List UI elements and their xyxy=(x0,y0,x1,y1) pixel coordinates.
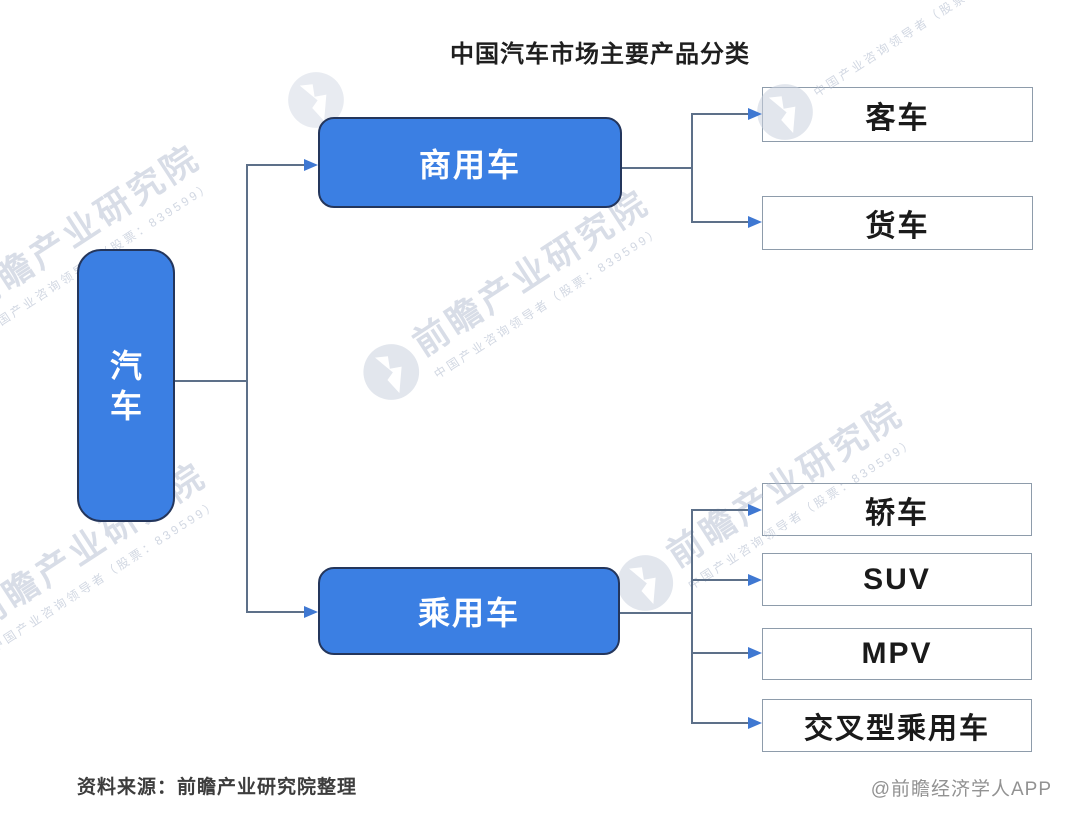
connector-to-passenger xyxy=(247,611,304,613)
node-passenger-label: 乘用车 xyxy=(417,595,520,631)
diagram-title: 中国汽车市场主要产品分类 xyxy=(450,41,750,68)
connector-trunk-passenger xyxy=(691,509,693,724)
leaf-suv: SUV xyxy=(762,553,1032,606)
connector-trunk-left xyxy=(246,164,248,613)
connector-trunk-commercial xyxy=(691,113,693,223)
leaf-crossover-label: 交叉型乘用车 xyxy=(803,712,990,745)
leaf-truck-label: 货车 xyxy=(865,210,930,243)
leaf-truck: 货车 xyxy=(762,196,1033,250)
watermark-sub-text: 中国产业咨询领导者（股票：839599） xyxy=(431,223,664,382)
connector-to-commercial xyxy=(247,164,304,166)
connector-to-mpv xyxy=(692,652,748,654)
arrowhead-commercial-icon xyxy=(304,159,318,171)
leaf-mpv-label: MPV xyxy=(861,637,933,670)
leaf-mpv: MPV xyxy=(762,628,1032,680)
source-note: 资料来源：前瞻产业研究院整理 xyxy=(77,777,358,798)
connector-to-bus xyxy=(692,113,748,115)
leaf-bus: 客车 xyxy=(762,87,1033,142)
node-automobile: 汽车 xyxy=(77,249,175,522)
connector-to-sedan xyxy=(692,509,748,511)
leaf-bus-label: 客车 xyxy=(865,101,930,135)
watermark-sub-text: 中国产业咨询领导者（股票：839599） xyxy=(810,0,1044,100)
connector-to-crossover xyxy=(692,722,748,724)
leaf-crossover: 交叉型乘用车 xyxy=(762,699,1032,752)
arrowhead-truck-icon xyxy=(748,216,762,228)
node-automobile-label: 汽车 xyxy=(109,347,142,424)
leaf-sedan-label: 轿车 xyxy=(865,496,929,530)
watermark-brand-text: 前瞻产业研究院 xyxy=(660,393,911,575)
leaf-suv-label: SUV xyxy=(863,562,931,596)
node-commercial-label: 商用车 xyxy=(418,146,521,183)
arrowhead-mpv-icon xyxy=(748,647,762,659)
connector-to-truck xyxy=(692,221,748,223)
node-passenger-vehicle: 乘用车 xyxy=(318,567,620,655)
connector-root-trunk xyxy=(175,380,247,382)
node-commercial-vehicle: 商用车 xyxy=(318,117,622,208)
watermark-center: 前瞻产业研究院 中国产业咨询领导者（股票：839599） xyxy=(348,175,669,417)
arrowhead-sedan-icon xyxy=(748,504,762,516)
leaf-sedan: 轿车 xyxy=(762,483,1032,536)
qianzhan-logo-icon xyxy=(363,344,420,400)
connector-commercial-out xyxy=(622,167,692,169)
arrowhead-suv-icon xyxy=(748,574,762,586)
arrowhead-passenger-icon xyxy=(304,606,318,618)
connector-to-suv xyxy=(692,579,748,581)
connector-passenger-out xyxy=(620,612,691,614)
arrowhead-bus-icon xyxy=(748,108,762,120)
credit-note: @前瞻经济学人APP xyxy=(870,779,1052,800)
arrowhead-crossover-icon xyxy=(748,717,762,729)
